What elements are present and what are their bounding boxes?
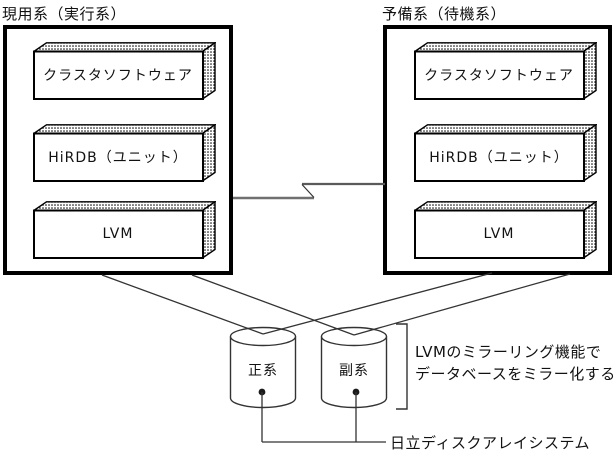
component-box-cluster-software: クラスタソフトウェア xyxy=(414,42,597,100)
component-box-lvm: LVM xyxy=(414,201,597,259)
mirror-annotation: LVMのミラーリング機能で データベースをミラー化する xyxy=(415,341,616,385)
component-box-lvm: LVM xyxy=(33,201,216,259)
box3d-shape xyxy=(414,124,597,182)
disk-cylinder-secondary: 副系 xyxy=(320,326,388,410)
component-box-cluster-software: クラスタソフトウェア xyxy=(33,42,216,100)
component-label: HiRDB（ユニット） xyxy=(48,150,188,166)
mirror-annotation-line2: データベースをミラー化する xyxy=(415,365,616,383)
box3d-shape xyxy=(33,42,216,100)
active-server-box: クラスタソフトウェア HiRDB（ユニット） LVM xyxy=(3,25,233,275)
component-label: LVM xyxy=(102,226,134,242)
box3d-shape xyxy=(414,42,597,100)
box3d-shape xyxy=(33,201,216,259)
active-system-title: 現用系（実行系） xyxy=(2,5,127,23)
network-link-break-icon xyxy=(301,184,315,198)
disk-label-secondary: 副系 xyxy=(339,363,369,379)
component-label: HiRDB（ユニット） xyxy=(429,150,569,166)
disk-cylinder-primary: 正系 xyxy=(229,326,297,410)
component-label: クラスタソフトウェア xyxy=(424,68,574,84)
box3d-shape xyxy=(414,201,597,259)
component-box-hirdb-unit: HiRDB（ユニット） xyxy=(414,124,597,182)
disk-array-system-label: 日立ディスクアレイシステム xyxy=(390,434,591,452)
component-label: LVM xyxy=(483,226,515,242)
standby-server-box: クラスタソフトウェア HiRDB（ユニット） LVM xyxy=(383,25,612,275)
standby-system-title: 予備系（待機系） xyxy=(382,5,507,23)
standby-to-primary-line xyxy=(262,272,493,335)
component-label: クラスタソフトウェア xyxy=(43,68,193,84)
bracket-icon xyxy=(396,323,408,410)
component-box-hirdb-unit: HiRDB（ユニット） xyxy=(33,124,216,182)
mirror-annotation-line1: LVMのミラーリング機能で xyxy=(415,343,602,361)
box3d-shape xyxy=(33,124,216,182)
disk-label-primary: 正系 xyxy=(248,363,278,379)
